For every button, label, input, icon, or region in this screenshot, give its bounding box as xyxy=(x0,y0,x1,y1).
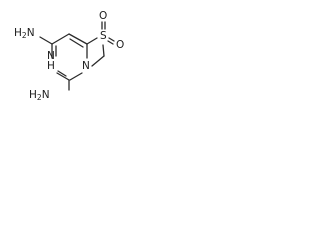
amine-top-h: H xyxy=(14,27,22,39)
oxygen-right: O xyxy=(116,39,124,51)
ring-n-lower: N xyxy=(82,60,90,72)
amine-bottom-sub: 2 xyxy=(37,93,42,102)
bond-c5-c6-inner xyxy=(69,38,84,48)
bond-c6-s xyxy=(86,37,98,45)
bond-n1-c2 xyxy=(69,72,83,81)
bond-s-o-right-b xyxy=(107,40,114,45)
bond-c2-n3 xyxy=(56,72,70,81)
amine-bottom-label: H2N xyxy=(29,89,50,102)
amine-bottom-n: N xyxy=(42,89,50,101)
bond-c4-nh2-top xyxy=(39,36,53,45)
sulfur: S xyxy=(100,30,107,42)
ring-n-upper-label: H xyxy=(47,60,55,72)
sulfur-label: S xyxy=(100,30,107,42)
bond-ch2-ch3 xyxy=(91,55,105,67)
bond-c5-c6 xyxy=(68,33,88,45)
atom-labels: H2N H N H2N S O O xyxy=(14,10,124,102)
amine-top-label: H2N xyxy=(14,27,35,40)
amine-top-n: N xyxy=(27,27,35,39)
oxygen-top-label: O xyxy=(99,10,107,22)
amine-bottom-h: H xyxy=(29,89,37,101)
bond-c4-c5 xyxy=(51,33,70,45)
oxygen-right-label: O xyxy=(116,39,124,51)
oxygen-top: O xyxy=(99,10,107,22)
ring-n-lower-label: N xyxy=(82,60,90,72)
amine-top-sub: 2 xyxy=(22,31,27,40)
ring-n-upper-h: H xyxy=(47,60,55,72)
molecule-structure: H2N H N H2N S O O N xyxy=(14,10,124,102)
ring-bonds xyxy=(51,33,88,81)
bond-c2-n3-inner xyxy=(57,70,67,77)
bond-s-ch2 xyxy=(102,44,105,57)
ring-n-upper-group: N xyxy=(47,50,55,62)
bond-s-o-right-a xyxy=(108,37,115,42)
ring-n-upper-n: N xyxy=(47,50,55,62)
substituent-bonds xyxy=(39,21,115,91)
